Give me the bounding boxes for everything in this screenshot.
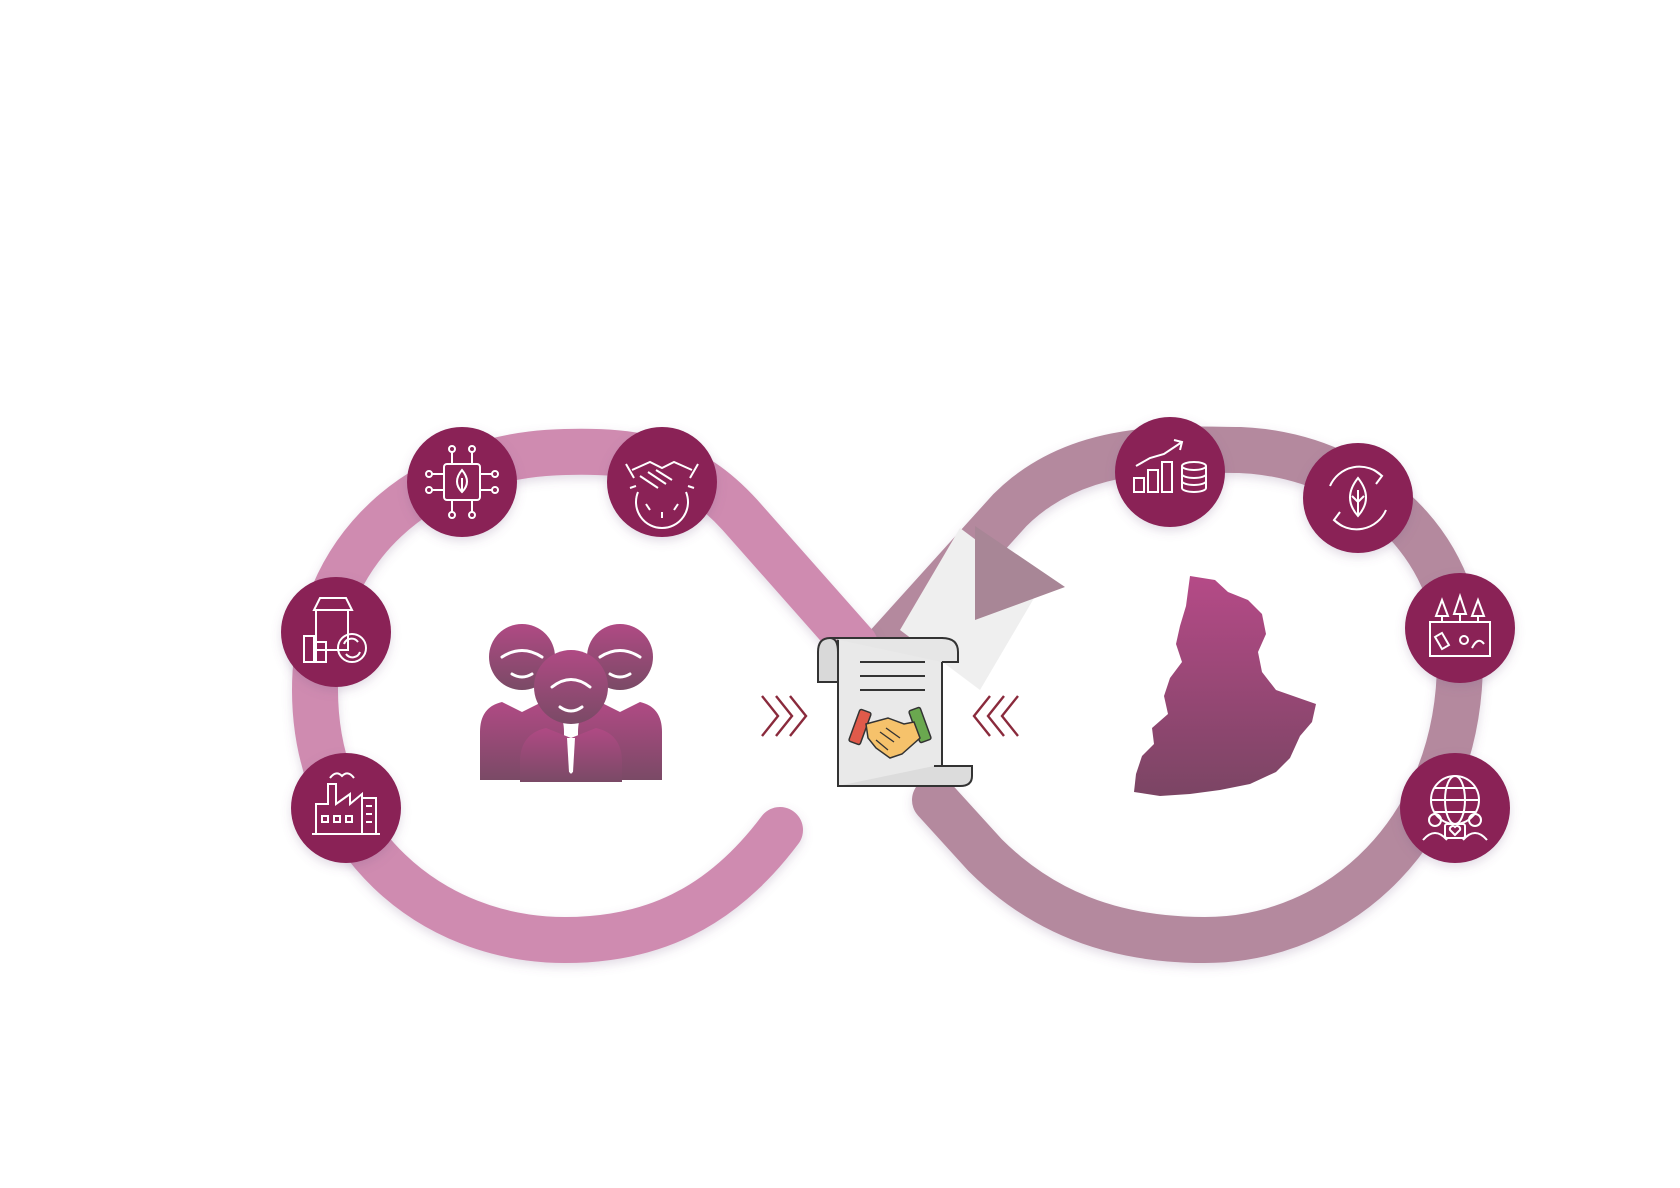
left-nodes	[281, 427, 717, 863]
node-handshake-gear[interactable]	[607, 427, 717, 537]
handshake-gear-icon	[625, 460, 699, 529]
node-eco-chip[interactable]	[407, 427, 517, 537]
node-globe-community[interactable]	[1400, 753, 1510, 863]
triple-chevron-right-icon	[761, 695, 808, 737]
region-map-icon	[1134, 576, 1316, 796]
right-nodes	[1115, 417, 1515, 863]
globe-community-icon	[1422, 775, 1488, 841]
business-people-group-icon	[480, 624, 662, 782]
leaf-cycle-icon	[1329, 465, 1387, 531]
growth-chart-coins-icon	[1133, 439, 1207, 493]
eco-chip-icon	[425, 445, 499, 519]
node-forest-waste[interactable]	[1405, 573, 1515, 683]
factory-icon	[312, 772, 380, 835]
node-recycling-bin[interactable]	[281, 577, 391, 687]
triple-chevron-left-icon	[972, 695, 1019, 737]
node-factory[interactable]	[291, 753, 401, 863]
agreement-scroll-handshake-icon	[817, 636, 973, 787]
left-loop-band	[291, 428, 878, 964]
arrow-head-icon	[975, 526, 1065, 620]
node-growth-chart[interactable]	[1115, 417, 1225, 527]
recycling-bin-icon	[303, 597, 367, 663]
node-leaf-cycle[interactable]	[1303, 443, 1413, 553]
forest-waste-icon	[1429, 592, 1491, 657]
